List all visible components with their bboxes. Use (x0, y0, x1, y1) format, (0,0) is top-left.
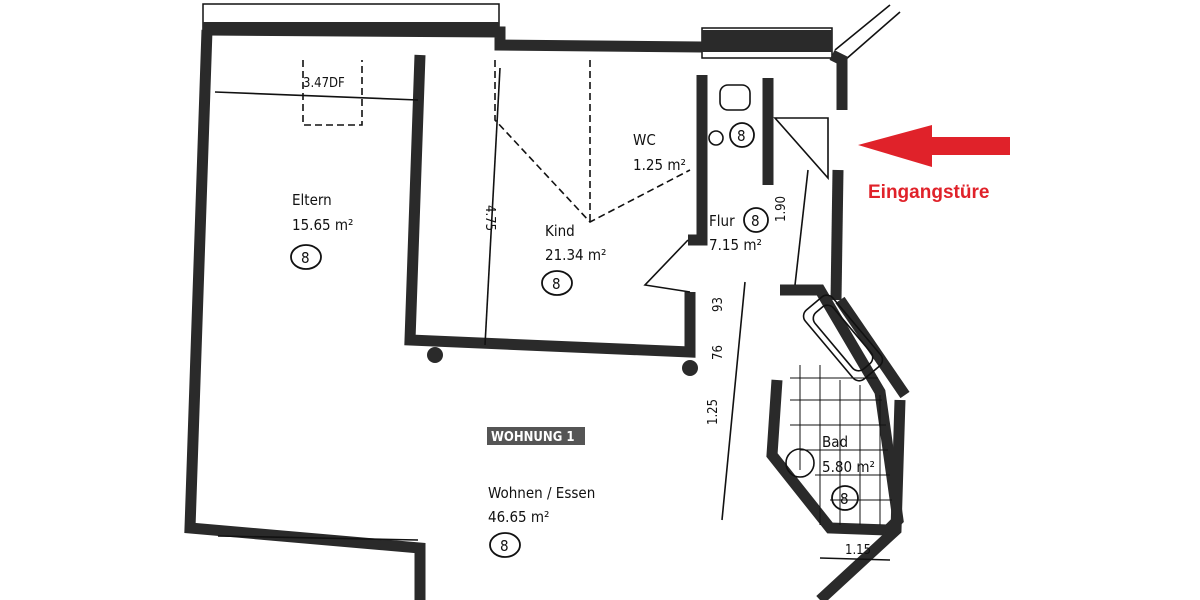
dim-76: 76 (711, 345, 726, 360)
dim-125: 1.25 (706, 399, 721, 425)
room-area: 15.65 m² (292, 216, 353, 234)
room-tag: 8 (737, 127, 746, 145)
room-area: 5.80 m² (822, 458, 875, 476)
room-tag: 8 (751, 212, 760, 230)
dim-bad-width: 1.15 (845, 543, 871, 558)
dim-flur: 1.90 (774, 196, 789, 222)
interior-lines (214, 60, 892, 561)
room-tag: 8 (840, 490, 849, 508)
room-name: Eltern (292, 191, 332, 209)
bathtub (802, 294, 884, 382)
walls (184, 24, 910, 600)
room-area: 7.15 m² (709, 236, 762, 254)
room-area: 1.25 m² (633, 156, 686, 174)
room-wohnen-essen: Wohnen / Essen 46.65 m² 8 (488, 484, 595, 558)
room-wc: WC 1.25 m² 8 (633, 122, 755, 174)
entrance-label: Eingangstüre (868, 182, 989, 203)
dim-dormer: 3.47DF (303, 76, 345, 91)
bath-tiles (790, 365, 892, 525)
apartment-stamp: WOHNUNG 1 (487, 427, 585, 445)
entrance-arrow-icon (858, 125, 1010, 167)
room-name: Flur (709, 212, 735, 230)
svg-text:WOHNUNG 1: WOHNUNG 1 (491, 430, 575, 445)
room-bad: Bad 5.80 m² 8 (822, 433, 875, 511)
room-tag: 8 (552, 275, 561, 293)
room-area: 21.34 m² (545, 246, 606, 264)
room-name: Kind (545, 222, 575, 240)
dim-93: 93 (711, 297, 726, 312)
room-name: Bad (822, 433, 848, 451)
room-flur: Flur 7.15 m² 8 (709, 207, 769, 254)
room-area: 46.65 m² (488, 508, 549, 526)
room-name: Wohnen / Essen (488, 484, 595, 502)
room-kind: Kind 21.34 m² 8 (541, 222, 606, 296)
room-tag: 8 (301, 249, 310, 267)
room-name: WC (633, 131, 656, 149)
room-eltern: Eltern 15.65 m² 8 (290, 191, 353, 270)
room-tag: 8 (500, 537, 509, 555)
dim-kind: 4.75 (482, 205, 497, 231)
dimensions: 3.47DF 4.75 1.90 93 76 1.25 1.15 (303, 76, 871, 558)
